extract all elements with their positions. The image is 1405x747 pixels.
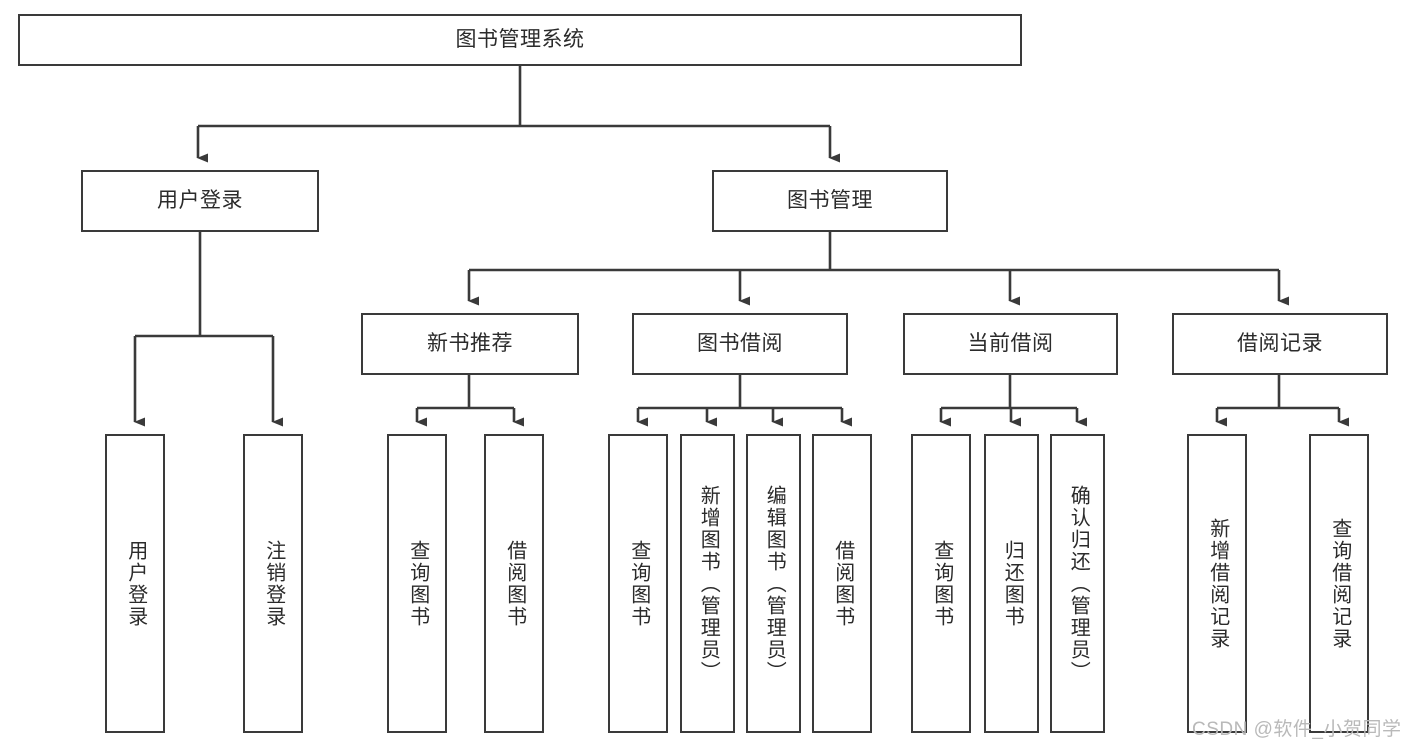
node-label-leaf-return-book: 归还图书 [1001, 539, 1024, 628]
node-label-leaf-add-record: 新增借阅记录 [1206, 517, 1229, 650]
node-book-borrow[interactable]: 图书借阅 [632, 313, 848, 375]
node-label-book-borrow: 图书借阅 [697, 332, 783, 356]
node-book-management-system[interactable]: 图书管理系统 [18, 14, 1022, 66]
node-label-leaf-user-login: 用户登录 [124, 539, 147, 628]
node-leaf-query-book-3[interactable]: 查询图书 [911, 434, 971, 733]
node-leaf-borrow-book-2[interactable]: 借阅图书 [812, 434, 872, 733]
node-leaf-edit-book[interactable]: 编辑图书（管理员） [746, 434, 801, 733]
node-leaf-confirm-return[interactable]: 确认归还（管理员） [1050, 434, 1105, 733]
node-leaf-add-book[interactable]: 新增图书（管理员） [680, 434, 735, 733]
node-label-leaf-query-book-1: 查询图书 [406, 539, 429, 628]
node-new-book-recommend[interactable]: 新书推荐 [361, 313, 579, 375]
node-label-leaf-borrow-book-2: 借阅图书 [831, 539, 854, 628]
node-label-leaf-add-book: 新增图书（管理员） [697, 484, 720, 683]
node-leaf-user-login[interactable]: 用户登录 [105, 434, 165, 733]
node-book-manage[interactable]: 图书管理 [712, 170, 948, 232]
node-label-current-borrow: 当前借阅 [967, 332, 1054, 356]
node-leaf-return-book[interactable]: 归还图书 [984, 434, 1039, 733]
node-label-book-manage: 图书管理 [787, 189, 873, 213]
node-label-new-book-recommend: 新书推荐 [427, 332, 513, 356]
node-label-leaf-query-book-2: 查询图书 [627, 539, 650, 628]
node-label-leaf-borrow-book-1: 借阅图书 [503, 539, 526, 628]
csdn-watermark: CSDN @软件_小贺同学 [1192, 719, 1402, 740]
node-user-login[interactable]: 用户登录 [81, 170, 319, 232]
node-label-leaf-query-book-3: 查询图书 [930, 539, 953, 628]
node-label-user-login: 用户登录 [157, 189, 243, 213]
node-leaf-query-book-2[interactable]: 查询图书 [608, 434, 668, 733]
node-leaf-borrow-book-1[interactable]: 借阅图书 [484, 434, 544, 733]
node-label-leaf-user-logout: 注销登录 [262, 539, 285, 628]
node-borrow-record[interactable]: 借阅记录 [1172, 313, 1388, 375]
node-current-borrow[interactable]: 当前借阅 [903, 313, 1118, 375]
node-leaf-user-logout[interactable]: 注销登录 [243, 434, 303, 733]
node-label-title: 图书管理系统 [455, 28, 585, 52]
node-label-borrow-record: 借阅记录 [1237, 332, 1323, 356]
node-leaf-query-record[interactable]: 查询借阅记录 [1309, 434, 1369, 733]
node-label-leaf-query-record: 查询借阅记录 [1328, 517, 1351, 650]
node-label-leaf-edit-book: 编辑图书（管理员） [763, 484, 786, 683]
node-label-leaf-confirm-return: 确认归还（管理员） [1067, 484, 1090, 683]
node-leaf-query-book-1[interactable]: 查询图书 [387, 434, 447, 733]
node-leaf-add-record[interactable]: 新增借阅记录 [1187, 434, 1247, 733]
